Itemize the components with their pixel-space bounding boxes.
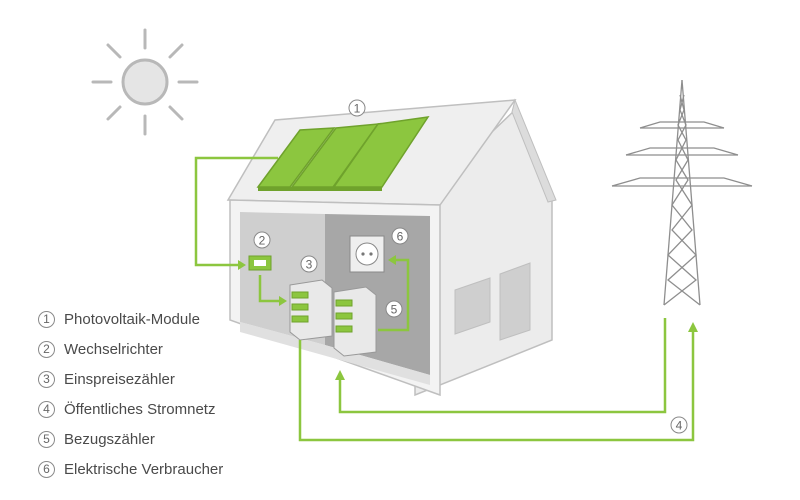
marker-6: 6 <box>391 227 409 245</box>
legend-label: Elektrische Verbraucher <box>64 460 224 478</box>
flow-inverter-to-meter <box>258 275 280 303</box>
legend-item: 6 Elektrische Verbraucher <box>38 454 223 484</box>
legend-item: 4 Öffentliches Stromnetz <box>38 394 223 424</box>
svg-text:1: 1 <box>354 102 361 116</box>
marker-4: 4 <box>670 416 688 434</box>
inverter-device <box>248 255 272 271</box>
marker-3: 3 <box>300 255 318 273</box>
flow-feedin-to-grid <box>298 330 695 442</box>
flow-grid-to-house <box>338 318 667 414</box>
legend-number: 5 <box>38 430 55 448</box>
marker-2: 2 <box>253 231 271 249</box>
house-roof-gable <box>511 98 557 203</box>
legend-label: Photovoltaik-Module <box>64 310 200 328</box>
legend-label: Wechselrichter <box>64 340 163 358</box>
legend-label: Einspreisezähler <box>64 370 175 388</box>
power-outlet-icon <box>349 235 385 273</box>
legend-item: 3 Einspreisezähler <box>38 364 223 394</box>
svg-text:6: 6 <box>397 230 404 244</box>
legend-item: 5 Bezugszähler <box>38 424 223 454</box>
legend: 1 Photovoltaik-Module 2 Wechselrichter 3 Ei… <box>38 304 223 484</box>
side-window-2 <box>499 262 531 341</box>
photovoltaik-modules <box>256 116 430 191</box>
marker-1: 1 <box>348 99 366 117</box>
legend-number: 6 <box>38 460 55 478</box>
feed-in-meter <box>289 279 333 341</box>
legend-label: Öffentliches Stromnetz <box>64 400 216 418</box>
legend-item: 1 Photovoltaik-Module <box>38 304 223 334</box>
svg-text:5: 5 <box>391 303 398 317</box>
legend-number: 1 <box>38 310 55 328</box>
flow-meter-to-outlet <box>378 258 410 332</box>
consumption-meter <box>333 286 377 357</box>
legend-label: Bezugszähler <box>64 430 155 448</box>
svg-text:3: 3 <box>306 258 313 272</box>
flow-panel-to-inverter <box>194 156 278 267</box>
side-window-1 <box>454 277 491 335</box>
power-pylon-icon <box>611 79 753 306</box>
legend-number: 2 <box>38 340 55 358</box>
sun-icon <box>91 28 199 136</box>
legend-item: 2 Wechselrichter <box>38 334 223 364</box>
energy-flow-lines <box>194 156 698 442</box>
marker-5: 5 <box>385 300 403 318</box>
svg-text:4: 4 <box>676 419 683 433</box>
svg-text:2: 2 <box>259 234 266 248</box>
legend-number: 3 <box>38 370 55 388</box>
legend-number: 4 <box>38 400 55 418</box>
house-floor <box>240 322 430 385</box>
